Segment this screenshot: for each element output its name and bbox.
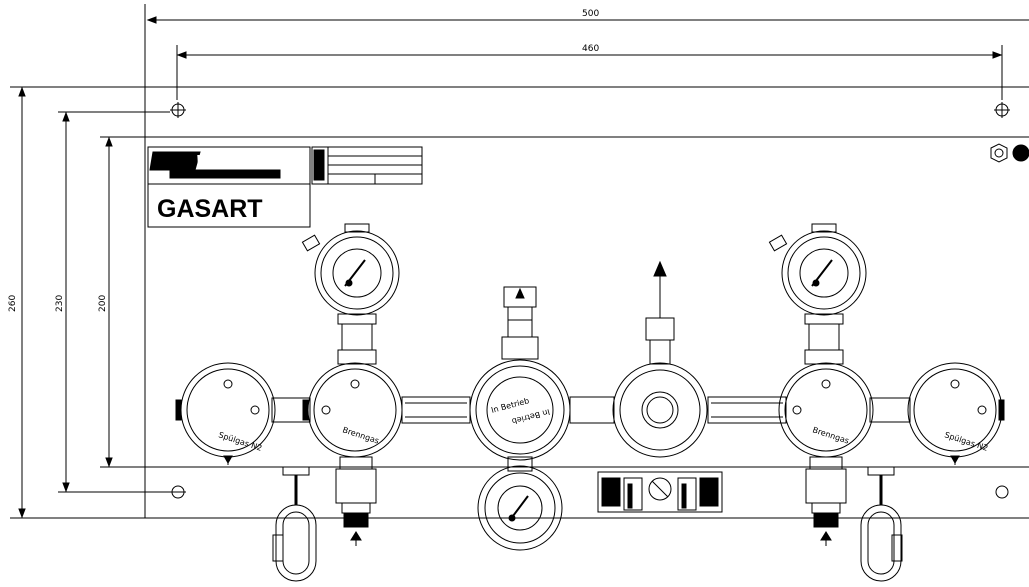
pipe-connectors bbox=[271, 396, 911, 424]
dimension-inner-height: 200 bbox=[98, 136, 145, 468]
company-logo: WK bbox=[149, 151, 281, 179]
fitting-left-lower bbox=[335, 456, 377, 546]
filter-element bbox=[501, 286, 539, 360]
gauge-right bbox=[768, 223, 867, 365]
mounting-hole-bottom-left bbox=[170, 485, 186, 499]
valve-left-inner[interactable]: Brenngas bbox=[302, 362, 403, 458]
outlet-valve[interactable] bbox=[612, 260, 708, 458]
mounting-hole-top-left bbox=[170, 102, 186, 118]
dimension-230-label: 230 bbox=[55, 295, 65, 312]
fitting-right-lower bbox=[805, 456, 847, 546]
valve-left-inner-label: Brenngas bbox=[341, 425, 380, 445]
gas-type-label: GASART bbox=[157, 195, 263, 223]
hook-left bbox=[272, 466, 317, 582]
gauge-center-lower bbox=[477, 456, 563, 551]
valve-center-in-betrieb[interactable]: In Betrieb In Betrieb bbox=[469, 359, 571, 461]
dimension-hole-spacing: 460 bbox=[176, 44, 1003, 100]
safety-sign-panel bbox=[597, 471, 723, 513]
valve-right-inner[interactable]: Brenngas bbox=[778, 362, 874, 458]
bolt-symbol-icon bbox=[990, 143, 1029, 163]
valve-left-outer[interactable]: Spülgas N2 bbox=[175, 362, 276, 465]
panel-plate bbox=[144, 86, 1029, 519]
label-block: WK GASART bbox=[147, 146, 423, 228]
valve-right-outer[interactable]: Spülgas N2 bbox=[907, 362, 1005, 465]
mounting-hole-top-right bbox=[994, 102, 1010, 118]
dimension-260-label: 260 bbox=[8, 295, 18, 312]
gauge-left bbox=[301, 223, 400, 365]
valve-center-label-top: In Betrieb bbox=[490, 396, 530, 415]
logo-text: WK bbox=[196, 152, 228, 172]
outlet-arrow-icon bbox=[653, 260, 667, 277]
mounting-holes bbox=[170, 102, 1010, 499]
valve-right-inner-label: Brenngas bbox=[811, 425, 850, 445]
dimension-460-label: 460 bbox=[582, 44, 599, 54]
valve-center-label-bottom: In Betrieb bbox=[511, 407, 551, 426]
info-table bbox=[311, 146, 423, 185]
dimension-500-label: 500 bbox=[582, 9, 599, 19]
no-smoking-icon bbox=[648, 477, 672, 501]
dimension-hole-vertical: 230 bbox=[55, 111, 170, 493]
dimension-overall-height: 260 bbox=[8, 86, 145, 519]
hook-right bbox=[860, 466, 903, 582]
dimension-overall-width: 500 bbox=[144, 4, 1029, 100]
dimension-200-label: 200 bbox=[98, 295, 108, 312]
mounting-hole-bottom-right bbox=[995, 485, 1009, 499]
